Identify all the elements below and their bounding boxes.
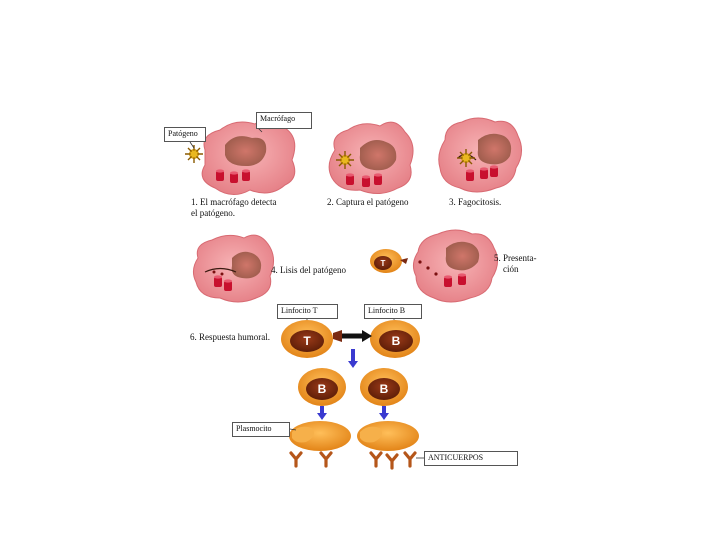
label-plasmocito: Plasmocito: [232, 422, 290, 437]
macrophage-2: [328, 121, 414, 194]
t-cell-small: T: [370, 249, 408, 273]
t-b-connector-arrow: [333, 330, 372, 342]
macrophage-4: [192, 234, 274, 303]
step-4-caption: 4. Lisis del patógeno: [271, 265, 346, 275]
step-1-line-2: el patógeno.: [191, 208, 235, 218]
label-macrofago: Macrófago: [256, 112, 312, 129]
blue-arrow-1: [348, 349, 358, 368]
b-lymphocyte-2: B: [298, 368, 346, 406]
antibodies-group: [289, 451, 417, 470]
b-lymphocyte-1: B: [370, 320, 420, 358]
b-lymphocyte-2-letter: B: [318, 382, 327, 396]
label-anticuerpos: ANTICUERPOS: [424, 451, 518, 466]
macrophage-3: [438, 117, 522, 193]
step-1-line-1: 1. El macrófago detecta: [191, 197, 277, 207]
b-lymphocyte-3-letter: B: [380, 382, 389, 396]
label-patogeno: Patógeno: [164, 127, 206, 142]
blue-arrow-3: [379, 406, 389, 420]
step-5-line-1: 5. Presenta-: [494, 253, 537, 263]
plasmocyte-1: [289, 421, 351, 451]
b-lymphocyte-1-letter: B: [392, 334, 401, 348]
macrophage-5: [412, 229, 498, 303]
label-linfocito-t: Linfocito T: [277, 304, 338, 319]
step-5-line-2: ción: [503, 264, 519, 274]
b-lymphocyte-3: B: [360, 368, 408, 406]
t-lymphocyte: T: [281, 320, 333, 358]
blue-arrow-2: [317, 406, 327, 420]
macrophage-1: [201, 118, 296, 195]
t-cell-small-letter: T: [381, 259, 386, 268]
step-3-caption: 3. Fagocitosis.: [449, 197, 502, 207]
label-linfocito-b: Linfocito B: [364, 304, 422, 319]
plasmocyte-2: [357, 421, 419, 451]
step-6-caption: 6. Respuesta humoral.: [190, 332, 270, 342]
step-2-caption: 2. Captura el patógeno: [327, 197, 409, 207]
t-lymphocyte-letter: T: [303, 334, 311, 348]
